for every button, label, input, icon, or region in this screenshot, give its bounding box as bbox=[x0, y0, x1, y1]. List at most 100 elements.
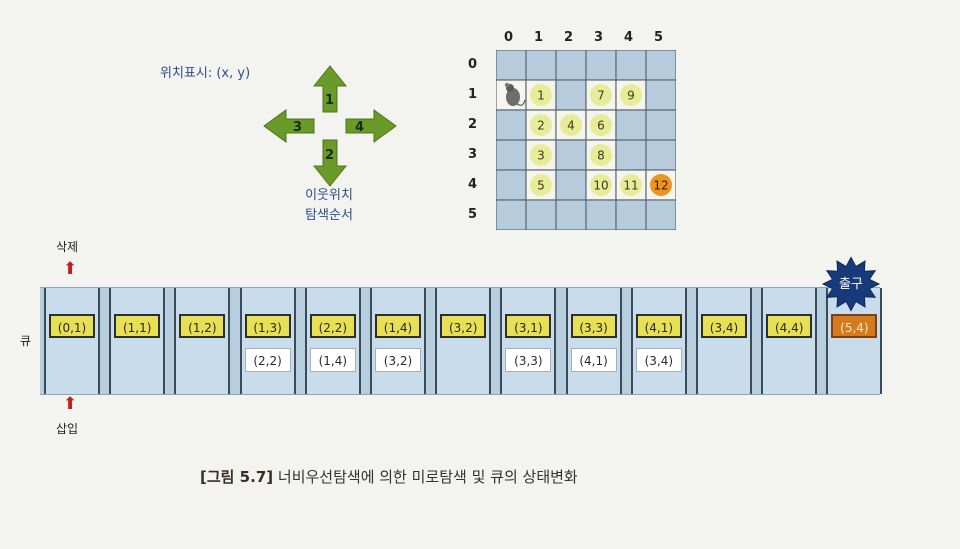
arrow-up-number: 1 bbox=[325, 93, 334, 108]
maze-wall-cell bbox=[555, 199, 587, 230]
queue-front-position: (1,4) bbox=[375, 314, 421, 338]
figure-caption: [그림 5.7] 너비우선탐색에 의한 미로탐색 및 큐의 상태변화 bbox=[200, 466, 578, 487]
queue-front-position: (1,3) bbox=[244, 314, 291, 338]
queue-next-position: (3,2) bbox=[375, 348, 421, 372]
maze-visit-marker bbox=[620, 174, 642, 196]
maze-visit-order: 12 bbox=[653, 179, 668, 193]
queue-front-position: (1,1) bbox=[114, 314, 161, 338]
queue-front-position: (3,1) bbox=[505, 314, 552, 338]
queue-slot: (1,4) (3,2) bbox=[370, 288, 426, 394]
maze-col-label: 4 bbox=[624, 30, 634, 45]
maze-visit-order: 10 bbox=[593, 179, 608, 193]
maze-wall-cell bbox=[555, 79, 587, 111]
maze-wall-cell bbox=[496, 199, 527, 230]
queue-slot: (3,3) (4,1) bbox=[565, 288, 622, 394]
order-label-line2: 탐색순서 bbox=[305, 208, 353, 223]
maze-wall-cell bbox=[555, 169, 587, 201]
maze-wall-cell bbox=[525, 50, 557, 81]
queue-slot: (1,1) bbox=[109, 288, 166, 394]
maze-row-label: 5 bbox=[468, 207, 478, 222]
maze-row-label: 1 bbox=[468, 87, 478, 102]
maze-visit-marker bbox=[530, 174, 552, 196]
maze-wall-cell bbox=[555, 50, 587, 81]
maze-wall-cell bbox=[585, 199, 617, 230]
queue-slot: (1,3) (2,2) bbox=[239, 288, 296, 394]
delete-label: 삭제 bbox=[56, 240, 79, 254]
maze-visit-marker bbox=[560, 114, 582, 136]
maze-visit-order: 1 bbox=[537, 89, 545, 103]
maze-col-label: 0 bbox=[504, 30, 514, 45]
queue-next-position: (4,1) bbox=[570, 348, 617, 372]
maze-visit-marker bbox=[530, 84, 552, 106]
order-label-line1: 이웃위치 bbox=[305, 188, 353, 203]
maze-col-label: 5 bbox=[654, 30, 664, 45]
maze-wall-cell bbox=[615, 199, 647, 230]
exit-star-badge: 출구 bbox=[821, 256, 881, 312]
queue-next-position: (2,2) bbox=[244, 348, 291, 372]
maze-row-label: 0 bbox=[468, 57, 478, 72]
queue-side-label: 큐 bbox=[20, 334, 32, 348]
maze-visit-marker bbox=[530, 114, 552, 136]
queue-slot: (3,2) bbox=[435, 288, 492, 394]
queue-next-position: (3,3) bbox=[505, 348, 552, 372]
maze-col-label: 1 bbox=[534, 30, 544, 45]
maze-wall-cell bbox=[645, 109, 676, 141]
delete-arrow-icon: ⬆ bbox=[63, 259, 78, 279]
maze-row-label: 4 bbox=[468, 177, 478, 192]
queue-slot: (0,1) bbox=[44, 288, 100, 394]
queue-slot: (4,1) (3,4) bbox=[630, 288, 687, 394]
arrow-right-icon: 4 bbox=[345, 109, 397, 143]
queue-front-position: (2,2) bbox=[309, 314, 356, 338]
maze-visit-order: 3 bbox=[537, 149, 545, 163]
queue-strip: (0,1)(1,1)(1,2)(1,3)(2,2)(2,2)(1,4)(1,4)… bbox=[40, 287, 883, 395]
insert-arrow-icon: ⬆ bbox=[63, 394, 78, 414]
maze-col-label: 2 bbox=[564, 30, 574, 45]
maze-wall-cell bbox=[645, 79, 676, 111]
maze-exit-marker bbox=[650, 174, 672, 196]
maze-visit-order: 7 bbox=[597, 89, 605, 103]
queue-front-position: (4,1) bbox=[635, 314, 682, 338]
exit-badge-text: 출구 bbox=[839, 277, 863, 292]
maze-row-label: 3 bbox=[468, 147, 478, 162]
maze-visit-marker bbox=[590, 174, 612, 196]
insert-label: 삽입 bbox=[56, 422, 79, 436]
maze-visit-order: 8 bbox=[597, 149, 605, 163]
arrow-left-icon: 3 bbox=[263, 109, 315, 143]
maze-wall-cell bbox=[496, 169, 527, 201]
queue-exit-position: (5,4) bbox=[831, 314, 878, 338]
queue-slot: (2,2) (1,4) bbox=[304, 288, 361, 394]
maze-wall-cell bbox=[615, 109, 647, 141]
maze-wall-cell bbox=[496, 50, 527, 81]
queue-next-position: (3,4) bbox=[635, 348, 682, 372]
arrow-up-icon: 1 bbox=[312, 65, 348, 113]
mouse-icon bbox=[504, 82, 526, 106]
maze-visit-order: 11 bbox=[623, 179, 638, 193]
queue-next-position: (1,4) bbox=[309, 348, 356, 372]
queue-front-position: (0,1) bbox=[49, 314, 95, 338]
maze-column-labels: 0 1 2 3 4 5 bbox=[496, 30, 676, 46]
maze-visit-order: 4 bbox=[567, 119, 575, 133]
maze-visit-order: 6 bbox=[597, 119, 605, 133]
maze-visit-marker bbox=[590, 114, 612, 136]
queue-front-position: (3,3) bbox=[570, 314, 617, 338]
queue-slot: (4,4) bbox=[761, 288, 818, 394]
queue-front-position: (3,4) bbox=[701, 314, 747, 338]
queue-slot: (1,2) bbox=[174, 288, 231, 394]
maze-visit-marker bbox=[590, 84, 612, 106]
maze-visit-marker bbox=[530, 144, 552, 166]
maze-col-label: 3 bbox=[594, 30, 604, 45]
maze-wall-cell bbox=[496, 139, 527, 171]
figure-caption-text: 너비우선탐색에 의한 미로탐색 및 큐의 상태변화 bbox=[277, 468, 578, 486]
maze-row-label: 2 bbox=[468, 117, 478, 132]
maze-wall-cell bbox=[615, 139, 647, 171]
maze-wall-cell bbox=[645, 139, 676, 171]
queue-slot: (3,1) (3,3) bbox=[500, 288, 557, 394]
queue-front-position: (3,2) bbox=[440, 314, 487, 338]
maze-wall-cell bbox=[645, 50, 676, 81]
position-notation-label: 위치표시: (x, y) bbox=[160, 66, 251, 81]
figure-number: [그림 5.7] bbox=[200, 468, 274, 486]
arrow-down-icon: 2 bbox=[312, 139, 348, 187]
maze-wall-cell bbox=[615, 50, 647, 81]
queue-slot: (3,4) bbox=[696, 288, 752, 394]
